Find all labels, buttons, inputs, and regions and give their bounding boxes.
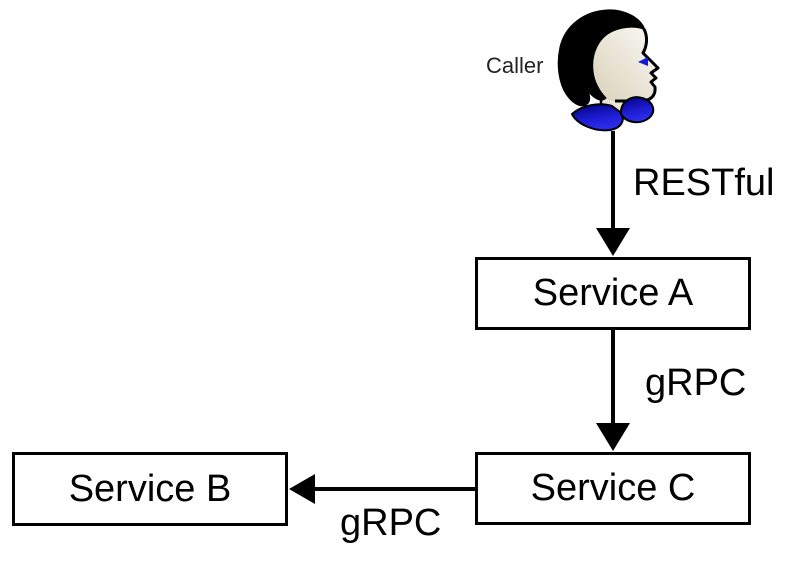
arrow-caller-to-service-a: [596, 131, 630, 256]
node-service-c: Service C: [475, 452, 751, 525]
caller-person-icon: [557, 9, 660, 132]
actor-label: Caller: [486, 53, 544, 78]
edge-label-grpc-a-to-c: gRPC: [645, 362, 747, 404]
node-service-a: Service A: [475, 257, 751, 330]
collar-shape: [571, 96, 655, 132]
edge-label-restful: RESTful: [633, 162, 775, 204]
node-service-a-label: Service A: [532, 272, 694, 314]
hair-shape: [557, 9, 646, 107]
node-service-c-label: Service C: [530, 467, 696, 509]
arrow-service-a-to-service-c: [596, 330, 630, 451]
arrow-service-c-to-service-b: [289, 474, 477, 504]
edge-label-grpc-c-to-b: gRPC: [340, 502, 442, 544]
eye-icon: [638, 57, 648, 66]
node-service-b: Service B: [12, 452, 288, 526]
node-service-b-label: Service B: [68, 467, 232, 510]
